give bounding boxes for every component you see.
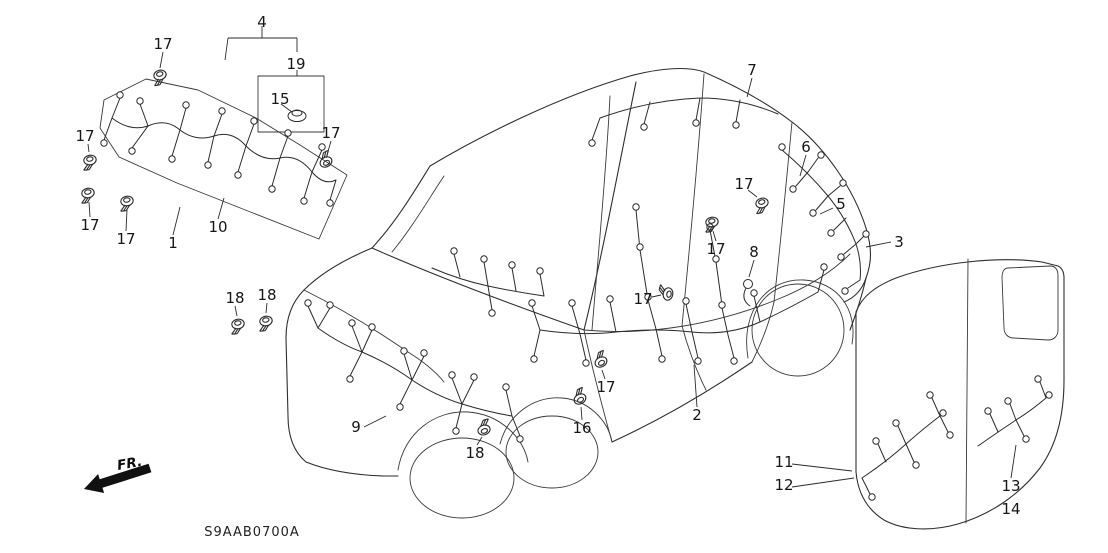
callout-17: 17	[80, 216, 99, 234]
door-harness-left	[861, 397, 949, 495]
front-harness	[307, 253, 545, 437]
callout-7: 7	[747, 61, 757, 79]
bolt-icon	[150, 68, 170, 87]
roof-harness	[591, 97, 779, 141]
callout-17: 17	[321, 124, 340, 142]
callout-14: 14	[1001, 500, 1020, 518]
bolt-icon	[228, 317, 247, 336]
callout-layer: 17 4 19 15 17 17 17 17 1 10 18 18 7 6 17 5 3 17 8 17 2 17 16 9 1…	[75, 13, 1020, 518]
fr-label: FR.	[116, 454, 143, 474]
callout-17: 17	[116, 230, 135, 248]
callout-10: 10	[208, 218, 227, 236]
callout-9: 9	[351, 418, 361, 436]
callout-8: 8	[749, 243, 759, 261]
callout-4: 4	[257, 13, 267, 31]
callout-1: 1	[168, 234, 178, 252]
door-harness-right	[977, 381, 1047, 447]
callout-19: 19	[286, 55, 305, 73]
door-panel	[855, 258, 1065, 530]
grommet-15	[287, 109, 307, 122]
dashboard-harness	[99, 78, 348, 240]
callout-5: 5	[836, 195, 846, 213]
callout-18: 18	[465, 444, 484, 462]
callout-2: 2	[692, 406, 702, 424]
callout-17: 17	[633, 290, 652, 308]
connector-dots	[100, 91, 1053, 501]
callout-11: 11	[774, 453, 793, 471]
bolt-icon	[78, 186, 97, 205]
bolt-icon	[256, 314, 275, 333]
callout-17: 17	[75, 127, 94, 145]
bolt-icon	[315, 149, 336, 170]
callout-17: 17	[706, 240, 725, 258]
bolt-icon	[656, 283, 675, 302]
callout-3: 3	[894, 233, 904, 251]
callout-17: 17	[734, 175, 753, 193]
callout-17: 17	[153, 35, 172, 53]
inset-box-19	[257, 75, 325, 133]
leader-lines	[87, 26, 1017, 488]
bolt-icon	[590, 349, 611, 370]
callout-16: 16	[572, 419, 591, 437]
bolt-icon	[80, 153, 99, 172]
rear-harness	[781, 149, 865, 289]
fasteners	[78, 68, 772, 438]
callout-18: 18	[225, 289, 244, 307]
floor-harness	[531, 209, 825, 361]
callout-18: 18	[257, 286, 276, 304]
callout-17: 17	[596, 378, 615, 396]
part-code: S9AAB0700A	[204, 525, 300, 540]
bolt-icon	[117, 194, 136, 213]
fr-arrow	[84, 463, 152, 493]
callout-6: 6	[801, 138, 811, 156]
bolt-icon	[752, 196, 772, 215]
callout-15: 15	[270, 90, 289, 108]
car-body-outline	[285, 68, 872, 519]
bolt-icon	[569, 386, 590, 407]
connector-8	[743, 279, 753, 307]
callout-13: 13	[1001, 477, 1020, 495]
callout-12: 12	[774, 476, 793, 494]
bolt-icon	[474, 417, 494, 438]
